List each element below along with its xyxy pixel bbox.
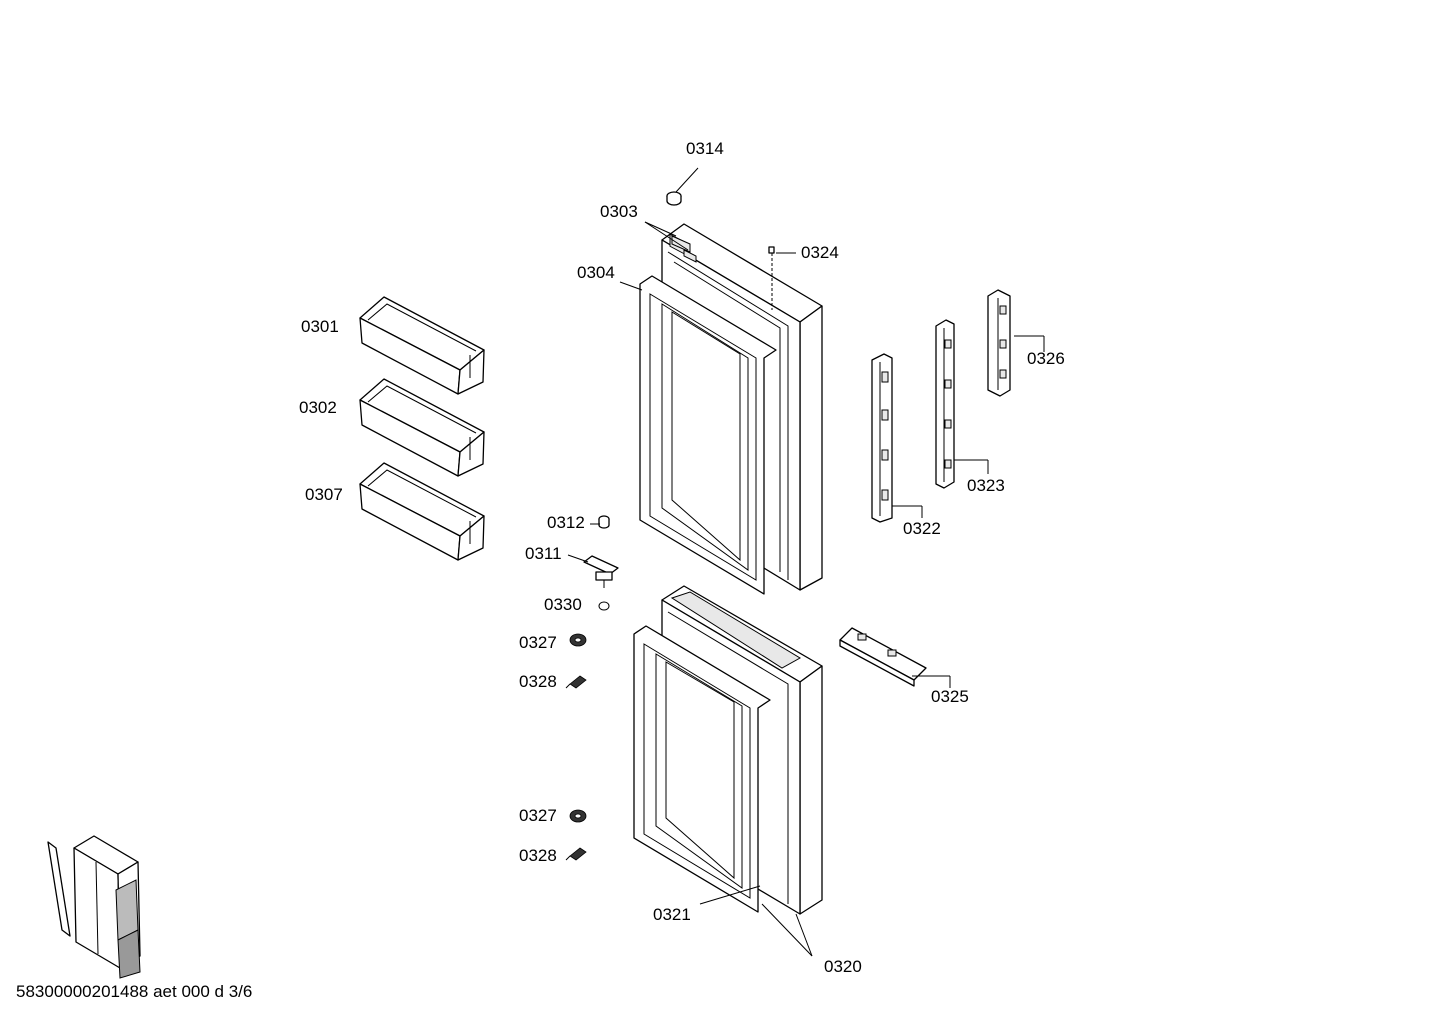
callout-0303: 0303 [600, 202, 638, 221]
callout-0325: 0325 [931, 687, 969, 706]
callout-0314: 0314 [686, 139, 724, 158]
door-shelf-0302 [359, 378, 485, 477]
callout-0328-lower: 0328 [519, 846, 557, 865]
callout-0322: 0322 [903, 519, 941, 538]
callout-0327-lower: 0327 [519, 806, 557, 825]
callout-0307: 0307 [305, 485, 343, 504]
callout-0304: 0304 [577, 263, 615, 282]
door-shelf-0307 [359, 462, 485, 561]
bearing-0327-lower [569, 809, 587, 823]
bushing-0312 [598, 515, 610, 529]
bearing-0327-upper [569, 633, 587, 647]
bracket-0325 [839, 627, 927, 687]
hinge-0311 [583, 555, 619, 588]
drawing-reference-footer: 58300000201488 aet 000 d 3/6 [16, 982, 253, 1001]
hinge-strip-0322 [871, 353, 893, 523]
ring-0330 [598, 601, 610, 611]
callout-0326: 0326 [1027, 349, 1065, 368]
callout-0302: 0302 [299, 398, 337, 417]
lower-door-gasket [633, 625, 771, 913]
callout-0312: 0312 [547, 513, 585, 532]
callout-0320: 0320 [824, 957, 862, 976]
pin-0324 [768, 246, 775, 310]
hinge-strip-0326 [987, 289, 1011, 397]
callout-0330: 0330 [544, 595, 582, 614]
upper-door-gasket [639, 275, 777, 595]
callout-0311: 0311 [525, 544, 562, 563]
leader-lines [567, 167, 1045, 957]
hinge-strip-0323 [935, 319, 955, 489]
screw-0328-lower [565, 847, 587, 861]
callout-0323: 0323 [967, 476, 1005, 495]
callout-0301: 0301 [301, 317, 339, 336]
screw-0328-upper [565, 675, 587, 689]
door-shelf-0301 [359, 296, 485, 395]
appliance-thumbnail [47, 835, 141, 979]
callout-0327-upper: 0327 [519, 633, 557, 652]
callout-0321: 0321 [653, 905, 691, 924]
callout-0328-upper: 0328 [519, 672, 557, 691]
callout-0324: 0324 [801, 243, 839, 262]
cap-0314 [666, 191, 682, 206]
